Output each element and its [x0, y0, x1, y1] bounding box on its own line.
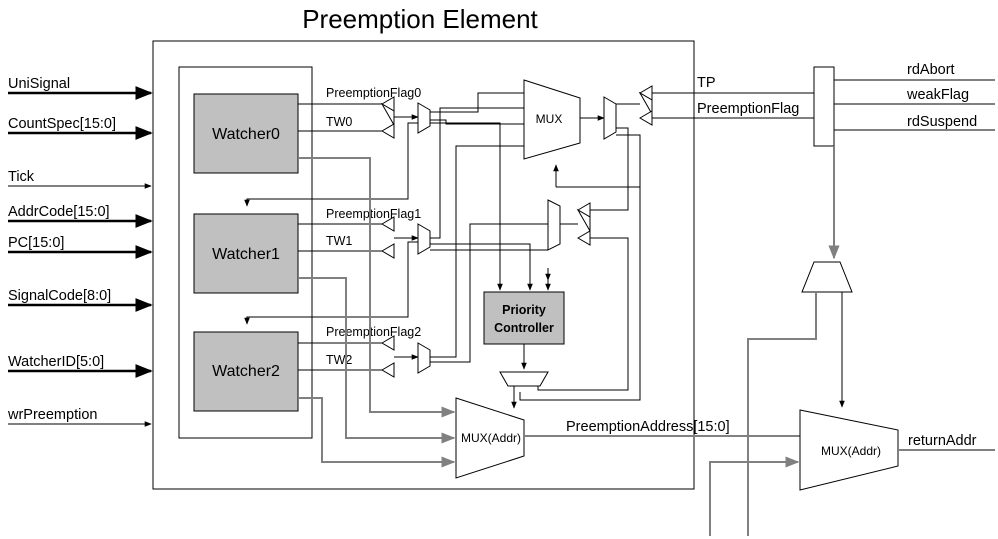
input-label-countspec: CountSpec[15:0]: [8, 116, 116, 132]
watcher1-block: Watcher1: [193, 213, 299, 294]
watcher0-block: Watcher0: [193, 93, 299, 174]
main-mux: MUX: [523, 79, 581, 160]
diagram-title: Preemption Element: [302, 4, 538, 34]
outer-mux-addr: MUX(Addr): [799, 409, 899, 491]
secondary-mux-row1: [547, 96, 617, 251]
preemption-address-label: PreemptionAddress[15:0]: [566, 419, 730, 435]
input-label-watcherid: WatcherID[5:0]: [8, 354, 104, 370]
flag-label-pf2: PreemptionFlag2: [326, 325, 421, 339]
flag-label-tw0: TW0: [326, 115, 352, 129]
preemption-flag-label: PreemptionFlag: [697, 101, 799, 117]
priority-controller-line1: Priority: [502, 303, 546, 317]
output-label-returnaddr: returnAddr: [908, 433, 977, 449]
mux-wiring: [244, 92, 605, 363]
main-mux-label: MUX: [536, 112, 563, 126]
flag-label-tw1: TW1: [326, 234, 352, 248]
input-label-unisignal: UniSignal: [8, 76, 70, 92]
feedback-buffers: [576, 85, 653, 246]
output-register: [813, 66, 835, 147]
input-label-wrpreemption: wrPreemption: [7, 407, 97, 423]
outer-select-trapezoid: [801, 261, 853, 293]
priority-controller-line2: Controller: [494, 321, 554, 335]
watcher2-block: Watcher2: [193, 331, 299, 412]
input-label-pc: PC[15:0]: [8, 235, 64, 251]
watcher0-label: Watcher0: [212, 126, 280, 143]
tp-label: TP: [697, 75, 716, 91]
tristate-buffers: [380, 96, 395, 378]
address-buses: [298, 157, 456, 468]
inner-mux-addr: MUX(Addr): [455, 397, 525, 479]
priority-select-trapezoid: [499, 371, 549, 387]
watcher2-label: Watcher2: [212, 363, 280, 380]
flag-label-pf0: PreemptionFlag0: [326, 86, 421, 100]
outer-mux-addr-label: MUX(Addr): [821, 444, 881, 458]
input-label-addrcode: AddrCode[15:0]: [8, 204, 110, 220]
output-label-weakflag: weakFlag: [906, 87, 969, 103]
priority-controller-block: Priority Controller: [483, 291, 565, 345]
flag-label-pf1: PreemptionFlag1: [326, 207, 421, 221]
output-label-rdsuspend: rdSuspend: [907, 114, 977, 130]
flag-label-tw2: TW2: [326, 353, 352, 367]
watcher-output-wires: [298, 103, 382, 371]
input-label-tick: Tick: [8, 169, 35, 185]
output-label-rdabort: rdAbort: [907, 62, 955, 78]
input-label-signalcode: SignalCode[8:0]: [8, 288, 111, 304]
watcher1-label: Watcher1: [212, 246, 280, 263]
small-demux-shapes: [417, 102, 431, 374]
inner-mux-addr-label: MUX(Addr): [461, 431, 521, 445]
input-signals: UniSignal CountSpec[15:0] Tick AddrCode[…: [7, 76, 153, 427]
